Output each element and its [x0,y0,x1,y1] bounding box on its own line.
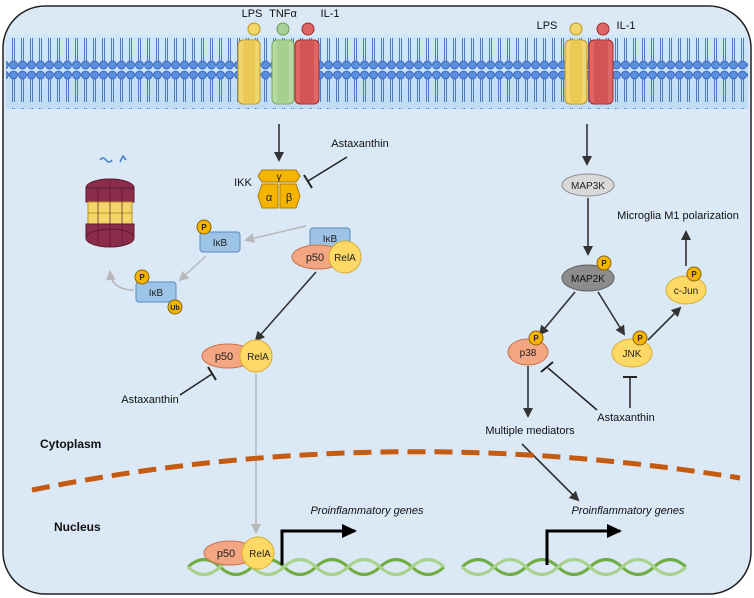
degraded-peptide-icon [99,154,127,163]
arrow-complex-to-p50-rela [254,271,317,342]
jnk-label: JNK [623,349,642,360]
il1-receptor-right [588,39,614,105]
astaxanthin-label-nfkb: Astaxanthin [121,394,178,406]
ikk-label: IKK [234,177,252,189]
inhibition-line-ikk [307,156,348,182]
map2k-node [561,264,615,292]
phospho-p38-icon [528,330,544,346]
ikb-label-complex: IκB [323,234,338,245]
inhibition-line-nfkb [179,373,213,396]
p38-label: p38 [520,348,537,359]
arrow-phospho-to-ub [178,255,207,282]
tlr4-receptor-left [237,39,261,105]
mediators-label: Multiple mediators [485,425,575,437]
ikb-p50-rela-complex [291,227,362,274]
arrow-map2k-to-jnk [597,291,626,336]
cytoplasm-label: Cytoplasm [40,437,101,451]
astaxanthin-label-ikk: Astaxanthin [331,138,388,150]
inhibition-bar-ikk [303,174,313,189]
arrow-complex-to-phospho-ikb [244,225,307,244]
tnfa-ligand [276,22,290,36]
map2k-label: MAP2K [571,274,605,285]
p50-label-free: p50 [215,351,233,363]
p50-label-nuclear: p50 [217,548,235,560]
tlr4-receptor-right [564,39,588,105]
il1-receptor-left [294,39,320,105]
ubiquitinated-ikb [134,269,183,315]
p50-label-complex: p50 [306,252,324,264]
ikk-gamma-label: γ [277,172,282,183]
nuclear-envelope [31,449,741,493]
map3k-label: MAP3K [571,181,605,192]
p38-node [507,338,549,366]
rela-label-free: RelA [247,352,269,363]
phospho-ikb [196,219,241,253]
phospho-p-label-cjun: P [691,270,697,279]
proteasome-icon [85,178,135,248]
phospho-p-label-2: P [139,273,145,282]
inhibition-line-p38 [547,367,598,411]
rela-label-complex: RelA [334,253,356,264]
phospho-p-label-map2k: P [601,259,607,268]
phospho-jnk-icon [632,330,648,346]
phospho-map2k-icon [596,255,612,271]
map3k-node [561,173,615,197]
ikk-alpha-label: α [266,192,273,204]
ikk-complex [257,169,301,209]
genes-label-right: Proinflammatory genes [571,505,685,517]
il1-ligand-right [596,22,610,36]
ikk-beta-label: β [286,192,292,204]
arrow-map2k-to-p38 [538,291,576,336]
transcription-arrow-right [545,524,622,565]
p50-rela-nuclear [203,536,275,570]
inhibition-bar-nfkb [207,366,217,381]
il1-label-right: IL-1 [617,20,636,32]
lps-ligand-left [247,22,261,36]
polarization-label: Microglia M1 polarization [617,210,739,222]
lps-ligand-right [569,22,583,36]
ub-label: Ub [170,305,179,312]
cell-boundary [2,5,752,595]
genes-label-left: Proinflammatory genes [310,505,424,517]
rela-label-nuclear: RelA [249,549,271,560]
astaxanthin-label-mapk: Astaxanthin [597,412,654,424]
ikb-label-ub: IκB [149,288,164,299]
il1-ligand-left [301,22,315,36]
phospho-p-label-p38: P [533,334,539,343]
phospho-p-label-1: P [201,223,207,232]
transcription-arrow-left [280,524,357,565]
cjun-label: c-Jun [674,286,698,297]
tnfa-label: TNFα [269,8,297,20]
arrow-jnk-to-cjun [647,306,682,341]
inhibition-bar-p38 [540,361,554,373]
arrow-ub-to-proteasome [105,270,135,291]
dna-helix-right [460,558,688,576]
cjun-node [665,275,707,305]
phospho-cjun-icon [686,266,702,282]
tnf-receptor [271,39,295,105]
jnk-node [611,338,653,368]
il1-label-left: IL-1 [321,8,340,20]
lps-label-right: LPS [537,20,558,32]
ikb-label-phospho: IκB [213,238,228,249]
nucleus-label: Nucleus [54,520,101,534]
p50-rela-dimer [201,339,273,373]
phospho-p-label-jnk: P [637,334,643,343]
plasma-membrane [6,35,748,109]
lps-label-left: LPS [242,8,263,20]
